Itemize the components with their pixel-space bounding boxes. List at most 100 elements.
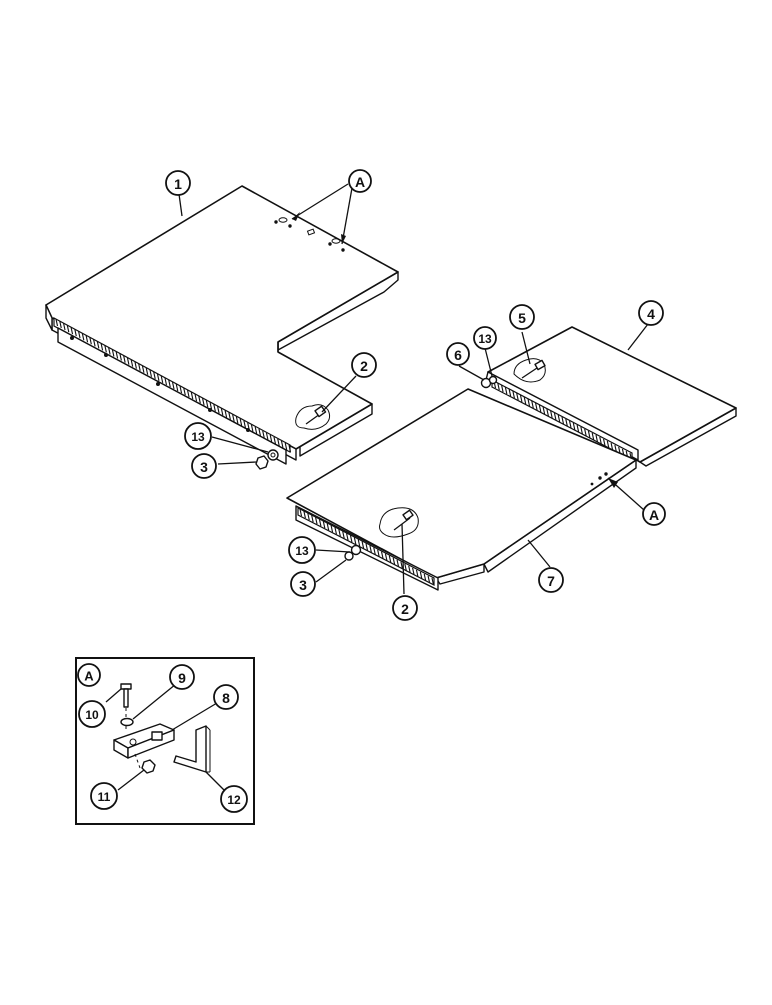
callout-label: 5 (518, 310, 526, 326)
callout-label: A (355, 174, 365, 190)
hinge-knuckle (365, 543, 369, 551)
callout-label: 13 (295, 544, 309, 558)
callout-cA2: A (642, 502, 666, 526)
callout-label: 11 (98, 790, 111, 804)
hinge-knuckle (584, 428, 587, 437)
callout-c13a: 13 (184, 422, 212, 450)
hinge-knuckle (265, 432, 269, 440)
hinge-knuckle (557, 414, 561, 423)
hinge-knuckle (404, 563, 407, 571)
hinge-knuckle (119, 353, 122, 361)
callout-c13b: 13 (473, 326, 497, 350)
hinge-knuckle (96, 341, 100, 349)
hinge-knuckle (89, 337, 92, 345)
hinge-knuckle (603, 438, 606, 447)
hinge-knuckle (384, 553, 388, 561)
hinge-knuckle (542, 406, 546, 415)
hinge-knuckle (160, 375, 164, 384)
callout-circle (351, 352, 377, 378)
hinge-knuckle (303, 510, 306, 519)
hinge-knuckle (519, 394, 523, 403)
hinge-knuckle (396, 559, 400, 567)
callout-c4: 4 (638, 300, 664, 326)
hinge-knuckle (338, 529, 341, 537)
callout-label: 3 (200, 459, 208, 475)
hinge-knuckle (326, 523, 330, 531)
hinge-knuckle (228, 412, 231, 420)
hinge-knuckle (130, 359, 134, 367)
hinge-knuckle (512, 390, 515, 399)
hinge-knuckle (408, 565, 411, 573)
hinge-knuckle (576, 424, 580, 433)
hinge-knuckle (141, 365, 145, 373)
hinge-knuckle (205, 400, 209, 408)
hinge-knuckle (606, 440, 610, 449)
hinge-knuckle (380, 551, 384, 559)
hinge-knuckle (153, 371, 156, 379)
hinge-knuckle (431, 577, 435, 586)
hinge-knuckle (516, 392, 519, 401)
detail-view-label-text: A (84, 669, 94, 684)
hinge-knuckle (78, 331, 81, 339)
hinge-knuckle (610, 442, 614, 451)
panel-1 (45, 185, 399, 470)
hinge-knuckle (164, 377, 168, 386)
hinge-knuckle (194, 394, 198, 402)
hinge-knuckle (561, 416, 565, 425)
hinge-knuckle (183, 387, 186, 396)
hinge-knuckle (168, 379, 171, 388)
hinge-knuckle (415, 569, 419, 577)
hinge-knuckle (523, 396, 527, 405)
hinge-knuckle (284, 442, 288, 451)
hinge-knuckle (149, 369, 152, 377)
hinge-knuckle (330, 525, 334, 533)
hinge-knuckle (70, 327, 74, 335)
hinge-knuckle (220, 408, 224, 416)
hinge-knuckle (123, 355, 126, 363)
callout-c5: 5 (509, 304, 535, 330)
callout-circle (392, 595, 418, 621)
callout-circle (90, 782, 118, 810)
hinge-knuckle (538, 404, 542, 413)
hinge-knuckle (569, 420, 572, 429)
hinge-knuckle (224, 410, 228, 418)
hinge-knuckle (190, 392, 194, 400)
hinge-knuckle (104, 345, 107, 353)
hinge-knuckle (288, 444, 292, 453)
callout-c12: 12 (220, 785, 248, 813)
hinge-knuckle (55, 318, 59, 327)
hinge-knuckle (93, 339, 96, 347)
hinge-knuckle (115, 351, 119, 359)
hinge-knuckle (591, 432, 595, 441)
hinge-knuckle (179, 385, 183, 394)
callout-circle (538, 567, 564, 593)
hinge-knuckle (299, 508, 303, 517)
hinge-knuckle (66, 324, 70, 333)
hinge-knuckle (311, 514, 314, 523)
hinge-knuckle (250, 424, 254, 432)
hinge-knuckle (85, 335, 89, 343)
callout-c3b: 3 (290, 571, 316, 597)
callout-circle (213, 684, 239, 710)
hinge-knuckle (277, 438, 280, 447)
hinge-knuckle (138, 363, 141, 371)
hinge-knuckle (171, 381, 175, 390)
callout-circle (288, 536, 316, 564)
hinge-knuckle (243, 420, 246, 428)
callout-circle (78, 700, 106, 728)
hinge-knuckle (81, 333, 85, 341)
callout-label: 12 (227, 793, 241, 807)
hinge-knuckle (209, 402, 213, 410)
callout-c2b: 2 (392, 595, 418, 621)
callout-c8: 8 (213, 684, 239, 710)
callout-label: 10 (85, 708, 99, 722)
callout-label: 3 (299, 577, 307, 593)
hinge-knuckle (213, 404, 216, 412)
hinge-knuckle (373, 547, 376, 555)
hinge-knuckle (232, 414, 235, 422)
hinge-knuckle (550, 410, 553, 419)
callout-circle (473, 326, 497, 350)
hinge-knuckle (307, 512, 310, 521)
callout-circle (165, 170, 191, 196)
